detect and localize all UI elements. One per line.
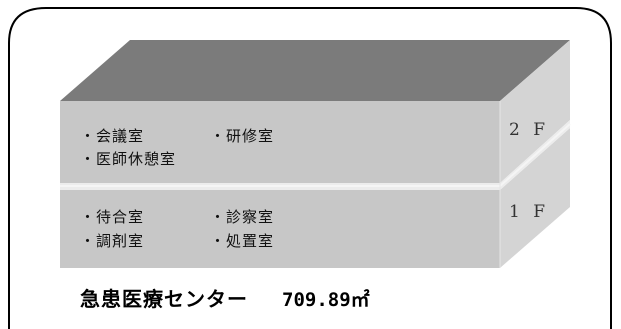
floor-separator: [60, 120, 570, 190]
floor-label-2f: 2 F: [509, 120, 550, 140]
building-top-face: [60, 40, 570, 101]
room-label: ・会議室: [80, 127, 145, 145]
outer-frame: [8, 7, 612, 329]
building-side-lower: [500, 128, 570, 268]
floor-1f-front: [60, 190, 500, 268]
separator-edge-side: [499, 123, 571, 187]
building-side-upper: [500, 40, 570, 183]
room-label: ・医師休憩室: [80, 150, 177, 168]
room-label: ・調剤室: [80, 232, 145, 250]
building-name: 急患医療センター: [80, 287, 248, 311]
room-label: ・研修室: [210, 127, 275, 145]
room-label: ・処置室: [210, 232, 275, 250]
building-caption: 急患医療センター 709.89㎡: [80, 286, 370, 313]
floor-label-1f: 1 F: [509, 202, 550, 222]
room-label: ・診察室: [210, 208, 275, 226]
building-area: 709.89㎡: [282, 289, 370, 311]
floor-2f-front: [60, 101, 500, 183]
room-label: ・待合室: [80, 208, 145, 226]
